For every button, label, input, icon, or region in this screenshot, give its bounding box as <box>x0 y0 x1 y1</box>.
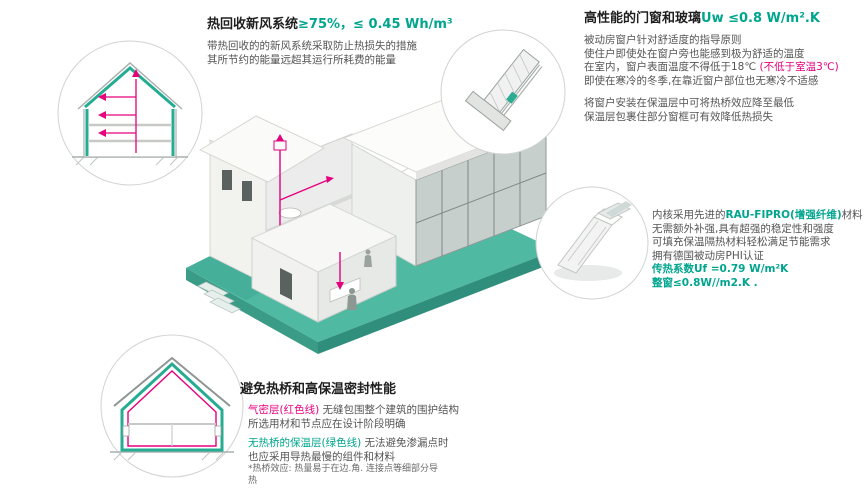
profile-line3: 可填充保温隔热材料轻松满足节能需求 <box>652 236 831 248</box>
thermal-line3-black: 无法避免渗漏点时 <box>361 437 449 449</box>
thermal-line3: 无热桥的保温层(绿色线) 无法避免渗漏点时 <box>248 437 520 451</box>
ventilation-line2: 其所节约的能量远超其运行所耗费的能量 <box>207 53 396 66</box>
windows-line2: 使住户即使处在窗户旁也能感到极为舒适的温度 <box>584 47 805 60</box>
thermal-line6: 热 <box>248 475 258 486</box>
thermal-line5: *热桥效应: 热量易于在边.角. 连接点等细部分导 <box>248 464 438 474</box>
profile-line2: 无需额外补强,具有超强的稳定性和强度 <box>652 222 834 235</box>
window-jamb-technical-drawing <box>440 29 566 155</box>
profile-line1: 内核采用先进的RAU-FIPRO(增强纤维)材料 <box>652 209 864 223</box>
windows-line3: 在室内，窗户表面温度不得低于18℃ (不低于室温3℃) <box>584 61 862 75</box>
bathtub <box>278 207 302 219</box>
gasket-seal <box>506 91 518 104</box>
profile-line6: 整窗≤0.8W//m2.K . <box>652 276 758 289</box>
thermal-title: 避免热桥和高保温密封性能 <box>240 382 397 397</box>
isometric-passive-house-cutaway <box>186 87 556 354</box>
insulation-green-line <box>120 361 224 452</box>
curtain-wall-mullions <box>415 140 547 256</box>
ventilation-title: 热回收新风系统≥75%，≤ 0.45 Wh/m³ <box>207 16 497 33</box>
profile-text-block: 内核采用先进的RAU-FIPRO(增强纤维)材料 无需额外补强,具有超强的稳定性… <box>652 209 864 290</box>
windows-line3-magenta: (不低于室温3℃) <box>759 61 839 73</box>
profile-line1-black2: 材料 <box>841 209 863 221</box>
windows-line1: 被动房窗户针对舒适度的指导原则 <box>584 34 742 46</box>
thermal-line1-black: 无缝包围整个建筑的围护结构 <box>319 404 460 416</box>
thermal-line4: 也应采用导热最慢的组件和材料 <box>248 450 395 463</box>
duct-lines <box>104 79 137 153</box>
profile-line4: 拥有德国被动房PHI认证 <box>652 249 764 262</box>
person-figure <box>364 249 372 267</box>
windows-title-black: 高性能的门窗和玻璃 <box>584 11 702 26</box>
profile-line5: 传热系数Uf =0.79 W/m²K <box>652 263 789 275</box>
ventilation-line1: 带热回收的的新风系统采取防止热损失的措施 <box>207 40 417 52</box>
thermal-line3-green: 无热桥的保温层(绿色线) <box>248 437 362 449</box>
profile-line1-black: 内核采用先进的 <box>652 209 726 221</box>
windows-line4: 即使在寒冷的冬季,在靠近窗户部位也无寒冷不适感 <box>584 74 819 87</box>
windows-line6: 保温层包裹住部分窗框可有效降低热损失 <box>584 110 773 123</box>
duct-arrowheads <box>98 69 140 137</box>
window-profile-3d-render <box>535 186 649 300</box>
person-figure <box>347 288 357 310</box>
profile-line1-green: RAU-FIPRO(增强纤维) <box>725 209 842 221</box>
windows-text-block: 高性能的门窗和玻璃Uw ≤0.8 W/m².K 被动房窗户针对舒适度的指导原则 … <box>584 10 862 124</box>
windows-line3-black: 在室内，窗户表面温度不得低于18℃ <box>584 61 760 73</box>
house-front-annex <box>250 203 398 323</box>
ventilation-title-black: 热回收新风系统 <box>207 17 299 32</box>
windows-title-green: Uw ≤0.8 W/m².K <box>701 11 820 26</box>
windows-title: 高性能的门窗和玻璃Uw ≤0.8 W/m².K <box>584 10 862 27</box>
thermal-text-block: 避免热桥和高保温密封性能 气密层(红色线) 无缝包围整个建筑的围护结构 所选用材… <box>240 381 520 487</box>
thermal-line1-magenta: 气密层(红色线) <box>248 404 320 416</box>
house-section-ventilation-drawing <box>57 40 203 186</box>
insulation-layer-line <box>84 66 176 156</box>
kitchen-counter <box>329 277 361 303</box>
garden-stairs <box>197 281 241 314</box>
house-section-insulation-drawing <box>100 334 244 478</box>
thermal-line1: 气密层(红色线) 无缝包围整个建筑的围护结构 <box>248 404 520 418</box>
windows-line5: 将窗户安装在保温层中可将热桥效应降至最低 <box>584 97 794 109</box>
ventilation-text-block: 热回收新风系统≥75%，≤ 0.45 Wh/m³ 带热回收的的新风系统采取防止热… <box>207 16 497 67</box>
ventilation-title-green: ≥75%，≤ 0.45 Wh/m³ <box>298 17 453 32</box>
thermal-line2: 所选用材和节点应在设计阶段明确 <box>248 417 406 430</box>
